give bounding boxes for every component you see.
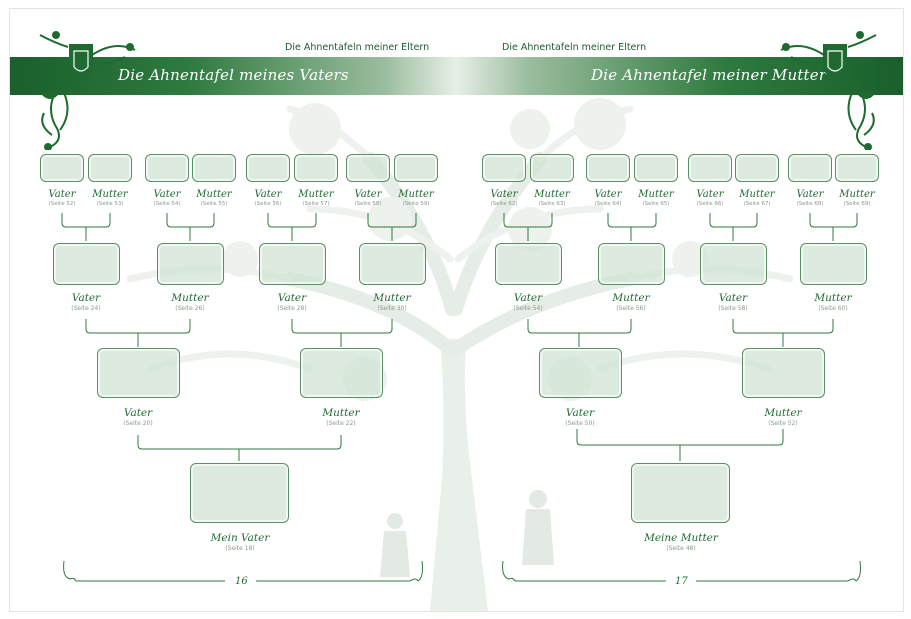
left-gen4-box-3[interactable]: [145, 154, 189, 182]
left-gen3-label-1: Vater(Seite 24): [71, 292, 101, 312]
left-gen2-label-2: Mutter(Seite 22): [322, 407, 360, 427]
right-gen4-box-4[interactable]: [634, 154, 678, 182]
right-page-number: 17: [675, 576, 688, 587]
left-gen4-box-8[interactable]: [394, 154, 438, 182]
right-gen4-label-4: Mutter(Seite 65): [638, 189, 674, 207]
left-gen4-label-4: Mutter(Seite 55): [196, 189, 232, 207]
left-gen3-label-2: Mutter(Seite 26): [171, 292, 209, 312]
right-title: Die Ahnentafel meiner Mutter: [591, 66, 827, 84]
right-gen3-box-2[interactable]: [598, 243, 665, 285]
left-gen2-label-1: Vater(Seite 20): [123, 407, 153, 427]
left-gen3-box-3[interactable]: [259, 243, 326, 285]
right-gen3-box-3[interactable]: [700, 243, 767, 285]
book-spread: Die Ahnentafeln meiner Eltern Die Ahnent…: [9, 8, 904, 612]
right-gen1-box[interactable]: [631, 463, 730, 523]
left-page-number: 16: [235, 576, 248, 587]
title-band: [10, 57, 903, 95]
header-left-small: Die Ahnentafeln meiner Eltern: [285, 42, 430, 53]
right-gen3-label-4: Mutter(Seite 60): [814, 292, 852, 312]
left-gen4-label-5: Vater(Seite 56): [254, 189, 282, 207]
right-gen4-box-2[interactable]: [530, 154, 574, 182]
left-gen3-label-3: Vater(Seite 28): [277, 292, 307, 312]
left-gen3-box-1[interactable]: [53, 243, 120, 285]
left-gen4-box-6[interactable]: [294, 154, 338, 182]
tree-connectors: [61, 213, 861, 582]
right-gen2-box-2[interactable]: [742, 348, 825, 398]
left-gen4-label-6: Mutter(Seite 57): [298, 189, 334, 207]
right-gen4-label-1: Vater(Seite 62): [490, 189, 518, 207]
right-gen2-label-2: Mutter(Seite 52): [764, 407, 802, 427]
left-gen1-label: Mein Vater(Seite 18): [210, 532, 270, 552]
header-right-small: Die Ahnentafeln meiner Eltern: [502, 42, 647, 53]
right-gen3-box-4[interactable]: [800, 243, 867, 285]
left-gen4-label-7: Vater(Seite 58): [354, 189, 382, 207]
right-gen4-box-5[interactable]: [688, 154, 732, 182]
left-ornament-icon: [39, 31, 136, 150]
right-gen4-label-7: Vater(Seite 68): [796, 189, 824, 207]
right-gen4-label-3: Vater(Seite 64): [594, 189, 622, 207]
left-gen4-box-7[interactable]: [346, 154, 390, 182]
left-gen3-box-4[interactable]: [359, 243, 426, 285]
left-gen3-label-4: Mutter(Seite 30): [373, 292, 411, 312]
right-gen4-box-6[interactable]: [735, 154, 779, 182]
left-gen4-label-1: Vater(Seite 52): [48, 189, 76, 207]
left-gen4-label-3: Vater(Seite 54): [153, 189, 181, 207]
left-title: Die Ahnentafel meines Vaters: [118, 66, 349, 84]
right-gen4-label-2: Mutter(Seite 63): [534, 189, 570, 207]
right-gen3-label-2: Mutter(Seite 56): [612, 292, 650, 312]
left-gen4-label-2: Mutter(Seite 53): [92, 189, 128, 207]
right-gen1-label: Meine Mutter(Seite 48): [644, 532, 718, 552]
left-gen4-box-4[interactable]: [192, 154, 236, 182]
right-gen4-box-8[interactable]: [835, 154, 879, 182]
right-gen3-label-3: Vater(Seite 58): [718, 292, 748, 312]
right-gen3-label-1: Vater(Seite 54): [513, 292, 543, 312]
right-gen4-box-3[interactable]: [586, 154, 630, 182]
right-gen4-label-5: Vater(Seite 66): [696, 189, 724, 207]
left-gen4-box-5[interactable]: [246, 154, 290, 182]
left-gen4-box-1[interactable]: [40, 154, 84, 182]
left-gen1-box[interactable]: [190, 463, 289, 523]
right-gen4-box-7[interactable]: [788, 154, 832, 182]
left-gen4-label-8: Mutter(Seite 59): [398, 189, 434, 207]
right-ornament-icon: [780, 31, 877, 150]
right-gen2-box-1[interactable]: [539, 348, 622, 398]
right-gen3-box-1[interactable]: [495, 243, 562, 285]
left-gen2-box-2[interactable]: [300, 348, 383, 398]
right-gen4-box-1[interactable]: [482, 154, 526, 182]
left-gen2-box-1[interactable]: [97, 348, 180, 398]
left-gen3-box-2[interactable]: [157, 243, 224, 285]
right-gen4-label-6: Mutter(Seite 67): [739, 189, 775, 207]
right-gen2-label-1: Vater(Seite 50): [565, 407, 595, 427]
right-gen4-label-8: Mutter(Seite 69): [839, 189, 875, 207]
left-gen4-box-2[interactable]: [88, 154, 132, 182]
